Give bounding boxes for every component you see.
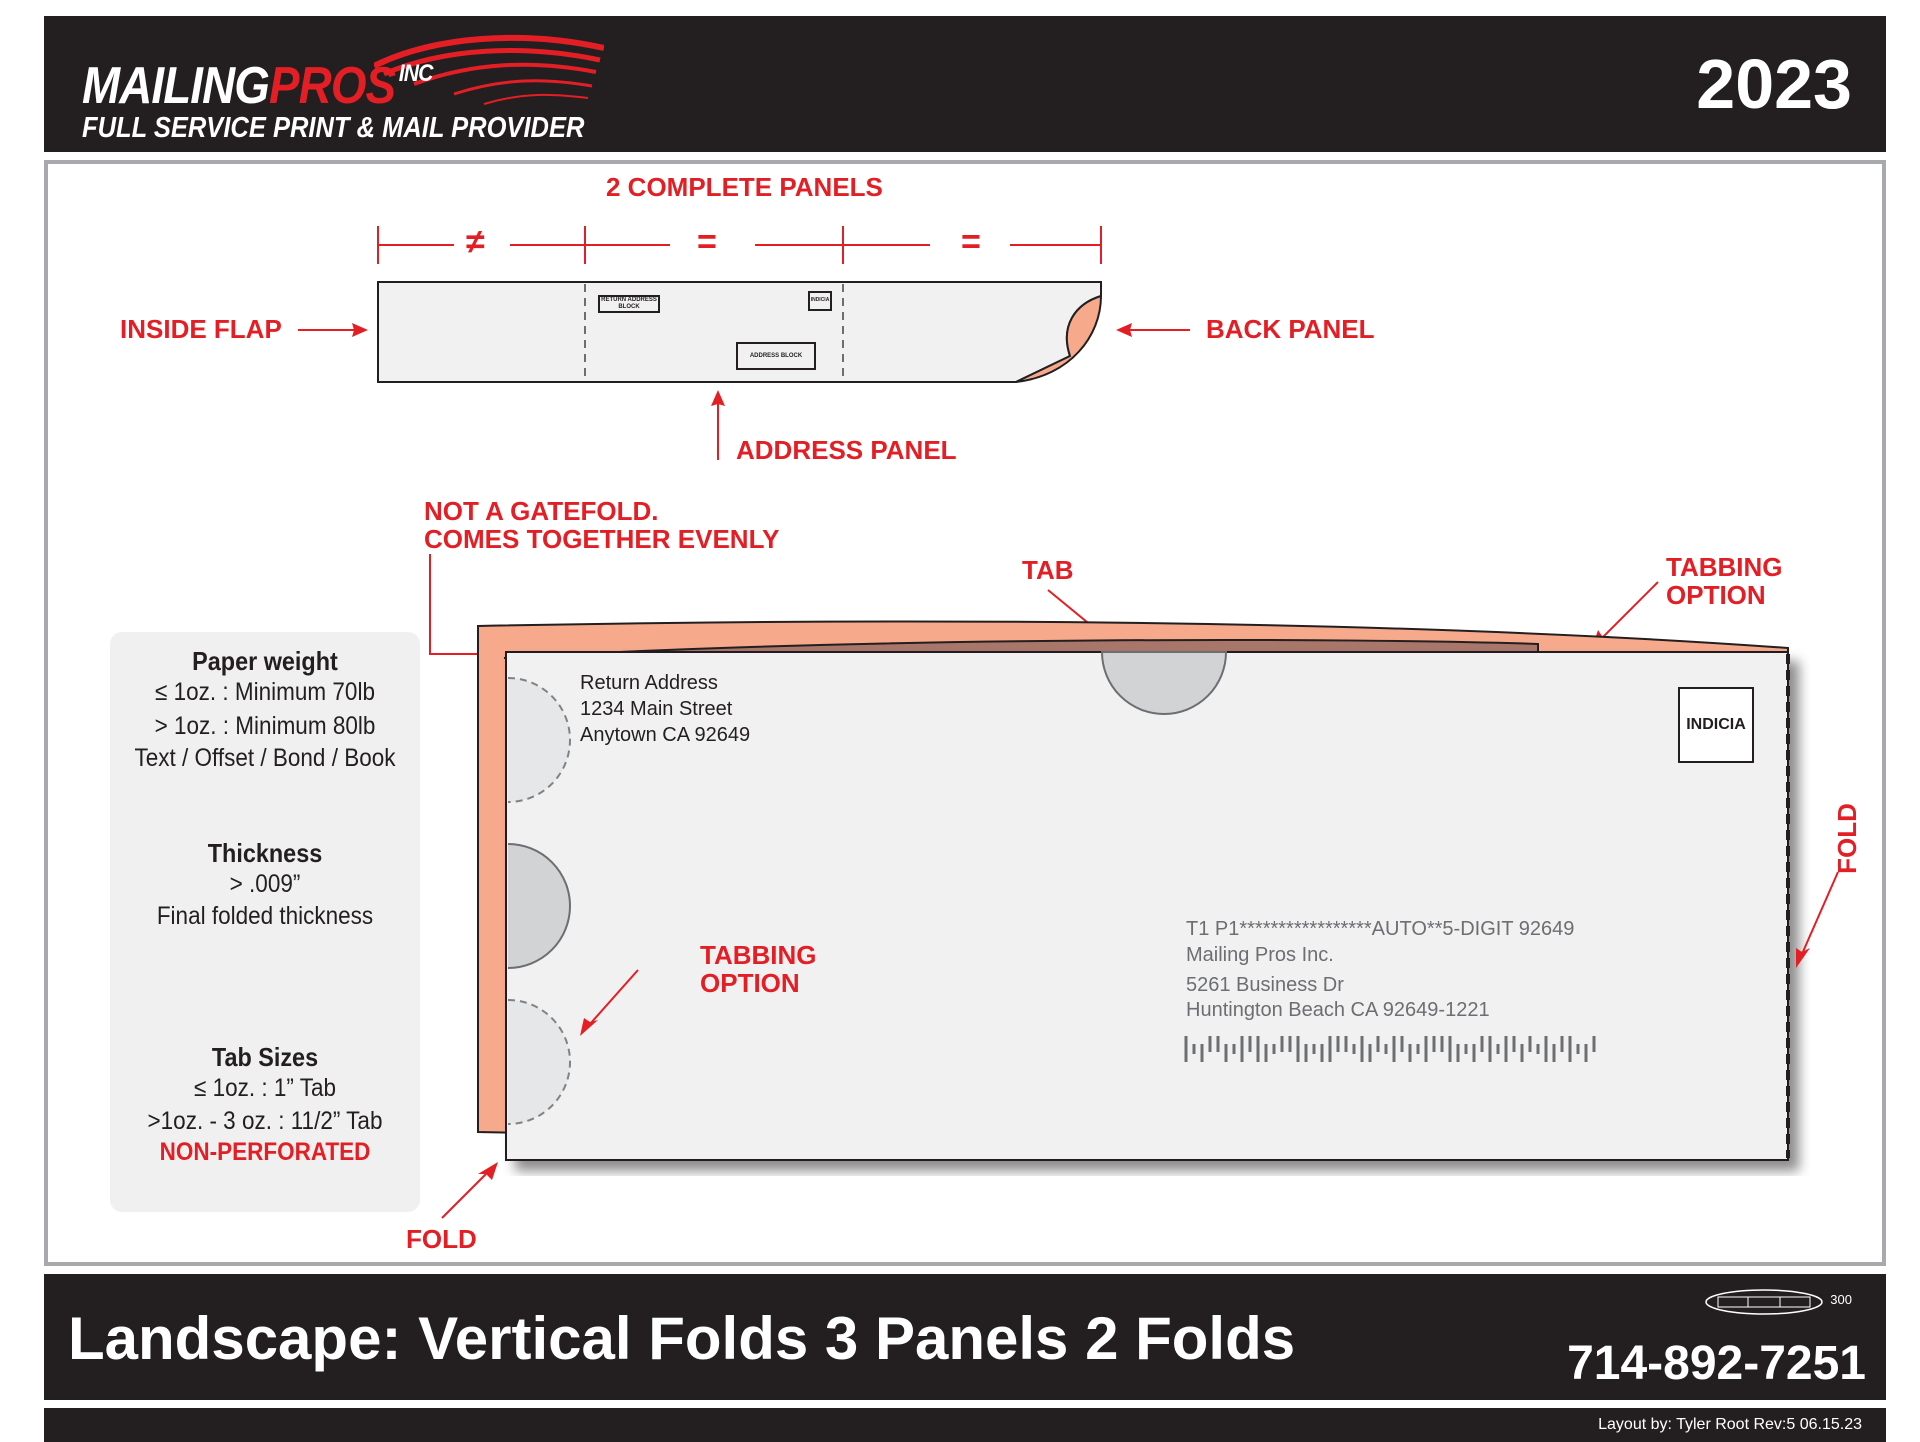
fold-bottom-label: FOLD: [406, 1224, 477, 1254]
credit-bar: Layout by: Tyler Root Rev:5 06.15.23: [44, 1408, 1886, 1442]
address-panel-arrow: [711, 390, 725, 460]
tabbing-option-mid-2: OPTION: [700, 968, 800, 998]
tab-sizes-title: Tab Sizes: [211, 1042, 319, 1072]
diagram-frame: [44, 160, 1886, 1266]
fold-right-arrow: [1796, 871, 1839, 968]
tabbing-option-top-2: OPTION: [1666, 580, 1766, 610]
return-address-line-1: Return Address: [580, 672, 718, 694]
flat-sheet-diagram: [377, 281, 1103, 383]
mini-address-block: ADDRESS BLOCK: [736, 342, 816, 370]
inside-flap-label: INSIDE FLAP: [120, 314, 282, 344]
thickness-line-2: Final folded thickness: [156, 902, 374, 930]
not-gatefold-label-1: NOT A GATEFOLD.: [424, 496, 659, 526]
equal-symbol-2: =: [961, 223, 981, 261]
address-panel-label: ADDRESS PANEL: [736, 435, 957, 465]
not-equal-symbol: ≠: [466, 223, 485, 261]
paper-weight-line-1: ≤ 1oz. : Minimum 70lb: [155, 678, 375, 706]
mini-indicia: INDICIA: [808, 291, 832, 311]
indicia-box: INDICIA: [1678, 687, 1754, 763]
address-line-1: T1 P1*****************AUTO**5-DIGIT 9264…: [1186, 918, 1575, 940]
thickness-line-1: > .009”: [229, 870, 301, 898]
folded-mailer-illustration: [477, 620, 1790, 1161]
mini-return-address-block: RETURN ADDRESS BLOCK: [598, 295, 660, 313]
non-perforated-label: NON-PERFORATED: [159, 1138, 371, 1166]
logo-tagline: FULL SERVICE PRINT & MAIL PROVIDER: [82, 112, 585, 144]
equal-symbol-1: =: [697, 223, 717, 261]
address-line-3: 5261 Business Dr: [1186, 974, 1344, 996]
fold-bottom-arrow: [441, 1162, 498, 1219]
thickness-title: Thickness: [207, 838, 323, 868]
phone-number: 714-892-7251: [1567, 1337, 1866, 1390]
not-gatefold-label-2: COMES TOGETHER EVENLY: [424, 524, 780, 554]
tabbing-option-mid-1: TABBING: [700, 940, 817, 970]
paper-weight-line-2: > 1oz. : Minimum 80lb: [154, 712, 376, 740]
union-number: 300: [1830, 1292, 1852, 1307]
address-line-2: Mailing Pros Inc.: [1186, 944, 1334, 966]
back-panel-label: BACK PANEL: [1206, 314, 1375, 344]
paper-weight-title: Paper weight: [192, 646, 338, 676]
postal-barcode: [1184, 1036, 1596, 1062]
specs-panel: Paper weight ≤ 1oz. : Minimum 70lb > 1oz…: [110, 632, 420, 1212]
complete-panels-label: 2 COMPLETE PANELS: [606, 172, 883, 202]
footer-bar: Landscape: Vertical Folds 3 Panels 2 Fol…: [44, 1274, 1886, 1400]
paper-weight-line-3: Text / Offset / Bond / Book: [134, 744, 396, 772]
tab-label: TAB: [1022, 555, 1074, 585]
back-panel-arrow: [1116, 323, 1190, 337]
layout-title: Landscape: Vertical Folds 3 Panels 2 Fol…: [68, 1305, 1296, 1372]
return-address-line-3: Anytown CA 92649: [580, 724, 751, 746]
address-line-4: Huntington Beach CA 92649-1221: [1186, 999, 1490, 1021]
inside-flap-arrow: [298, 323, 368, 337]
union-bug-logo: [1705, 1289, 1823, 1315]
tabbing-option-mid-arrow: [580, 969, 639, 1036]
year-label: 2023: [1696, 45, 1852, 123]
panel-dimension-lines: [377, 226, 1102, 264]
return-address-line-2: 1234 Main Street: [580, 698, 733, 720]
fold-right-label: FOLD: [1831, 803, 1862, 874]
tabbing-option-top-1: TABBING: [1666, 552, 1783, 582]
tab-sizes-line-2: >1oz. - 3 oz. : 11/2” Tab: [147, 1107, 383, 1135]
logo-swoosh: [374, 34, 604, 105]
tab-sizes-line-1: ≤ 1oz. : 1” Tab: [193, 1074, 337, 1102]
layout-credit: Layout by: Tyler Root Rev:5 06.15.23: [1598, 1416, 1862, 1433]
